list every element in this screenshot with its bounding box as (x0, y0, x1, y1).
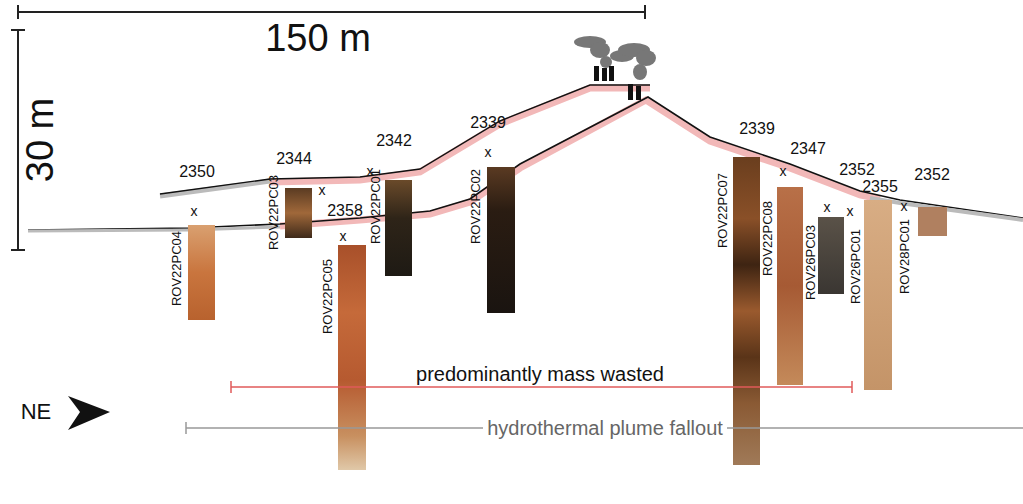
core-name: ROV22PC05 (322, 258, 335, 333)
core-name: ROV22PC04 (171, 230, 184, 305)
core-marker: x (319, 183, 326, 197)
depth-value: 2344 (276, 151, 312, 167)
core-name: ROV22PC03 (268, 174, 281, 249)
depth-value: 2358 (327, 203, 363, 219)
core-marker: x (191, 204, 198, 218)
core-marker: x (847, 204, 854, 218)
depth-value: 2350 (179, 164, 215, 180)
depth-value: 2339 (470, 115, 506, 131)
core-name: ROV22PC02 (470, 168, 483, 243)
depth-value: 2339 (739, 121, 775, 137)
scale-length: 150 m (265, 19, 371, 57)
scale-height: 30 m (21, 98, 59, 182)
core-name: ROV22PC08 (762, 200, 775, 275)
core-name: ROV22PC01 (370, 168, 383, 243)
range-label: hydrothermal plume fallout (483, 417, 727, 439)
core-marker: x (780, 164, 787, 178)
core-marker: x (824, 200, 831, 214)
direction-label: NE (21, 401, 52, 423)
depth-value: 2355 (862, 179, 898, 195)
core-marker: x (367, 164, 374, 178)
core-name: ROV26PC01 (850, 228, 863, 303)
depth-value: 2342 (376, 133, 412, 149)
core-marker: x (340, 229, 347, 243)
depth-value: 2347 (790, 141, 826, 157)
core-marker: x (901, 199, 908, 213)
depth-value: 2352 (914, 167, 950, 183)
core-name: ROV22PC07 (717, 172, 730, 247)
core-name: ROV28PC01 (899, 218, 912, 293)
core-marker: x (485, 145, 492, 159)
range-label: predominantly mass wasted (416, 364, 664, 384)
depth-value: 2352 (839, 162, 875, 178)
core-name: ROV26PC03 (805, 224, 818, 299)
